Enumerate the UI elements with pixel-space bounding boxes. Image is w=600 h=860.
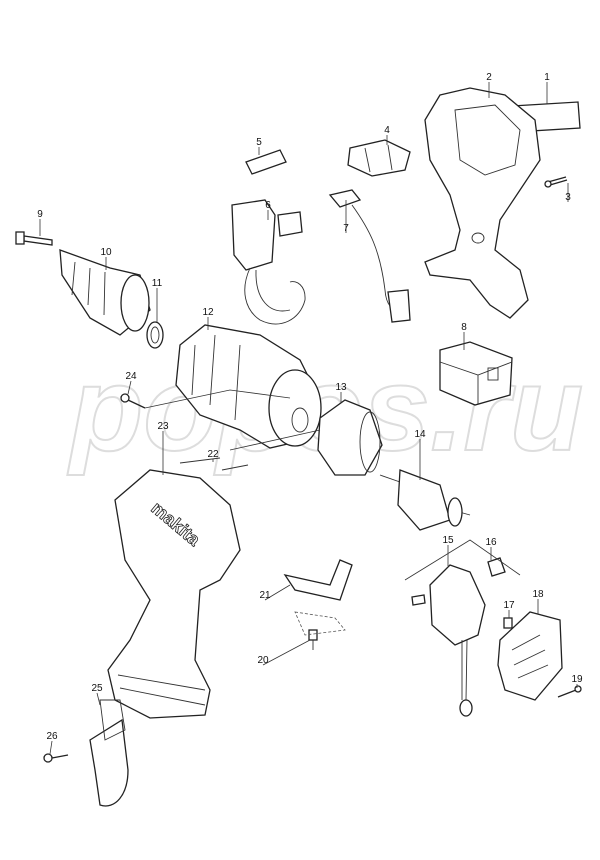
part-21-plate bbox=[283, 559, 353, 636]
part-number-24: 24 bbox=[125, 371, 137, 382]
part-number-8: 8 bbox=[461, 322, 467, 333]
part-number-5: 5 bbox=[256, 137, 262, 148]
part-11-ring bbox=[146, 321, 164, 349]
part-number-11: 11 bbox=[152, 278, 163, 289]
part-4-terminal bbox=[347, 139, 411, 177]
part-8-battery-cover bbox=[439, 341, 513, 406]
part-number-20: 20 bbox=[257, 655, 269, 666]
part-number-6: 6 bbox=[265, 200, 271, 211]
part-20-screw bbox=[308, 629, 318, 650]
part-number-10: 10 bbox=[100, 247, 112, 258]
part-22-spring bbox=[179, 457, 249, 471]
part-number-25: 25 bbox=[91, 683, 103, 694]
part-23-housing: makita bbox=[107, 469, 241, 719]
part-3-screw bbox=[544, 176, 568, 188]
part-number-16: 16 bbox=[485, 537, 497, 548]
part-18-rear-cover bbox=[497, 611, 563, 701]
part-26-screw bbox=[43, 753, 69, 763]
part-number-3: 3 bbox=[565, 192, 571, 203]
part-number-4: 4 bbox=[384, 125, 390, 136]
part-number-7: 7 bbox=[343, 223, 349, 234]
part-7-led-circuit bbox=[328, 189, 411, 323]
part-number-22: 22 bbox=[207, 449, 219, 460]
part-17-insulation bbox=[503, 617, 513, 629]
part-number-15: 15 bbox=[442, 535, 454, 546]
part-10-keyless-chuck bbox=[59, 249, 151, 336]
part-15-controller bbox=[411, 564, 486, 717]
part-6-switch bbox=[231, 199, 306, 325]
part-number-17: 17 bbox=[503, 600, 515, 611]
part-14-rotor bbox=[379, 469, 471, 531]
part-number-19: 19 bbox=[571, 674, 583, 685]
part-number-14: 14 bbox=[414, 429, 426, 440]
part-5-insulation bbox=[245, 149, 287, 175]
part-16-hall-sensor bbox=[487, 557, 506, 577]
part-9-screw bbox=[15, 231, 53, 246]
leader-lines bbox=[39, 82, 578, 755]
part-number-23: 23 bbox=[157, 421, 169, 432]
part-number-13: 13 bbox=[335, 382, 347, 393]
part-number-21: 21 bbox=[259, 590, 271, 601]
part-number-9: 9 bbox=[37, 209, 43, 220]
part-number-2: 2 bbox=[486, 72, 492, 83]
part-12-gear-assembly bbox=[175, 324, 322, 449]
part-25-hook bbox=[89, 699, 129, 807]
part-number-1: 1 bbox=[544, 72, 550, 83]
part-24-screw bbox=[120, 393, 146, 409]
part-number-12: 12 bbox=[202, 307, 214, 318]
part-number-labels: 1 2 3 4 5 6 7 8 9 10 11 12 13 14 15 16 1… bbox=[37, 72, 583, 742]
part-2-housing-set bbox=[424, 87, 541, 319]
part-number-18: 18 bbox=[532, 589, 544, 600]
part-13-stator bbox=[317, 399, 383, 476]
part-19-screw bbox=[557, 685, 582, 698]
part-number-26: 26 bbox=[46, 731, 58, 742]
